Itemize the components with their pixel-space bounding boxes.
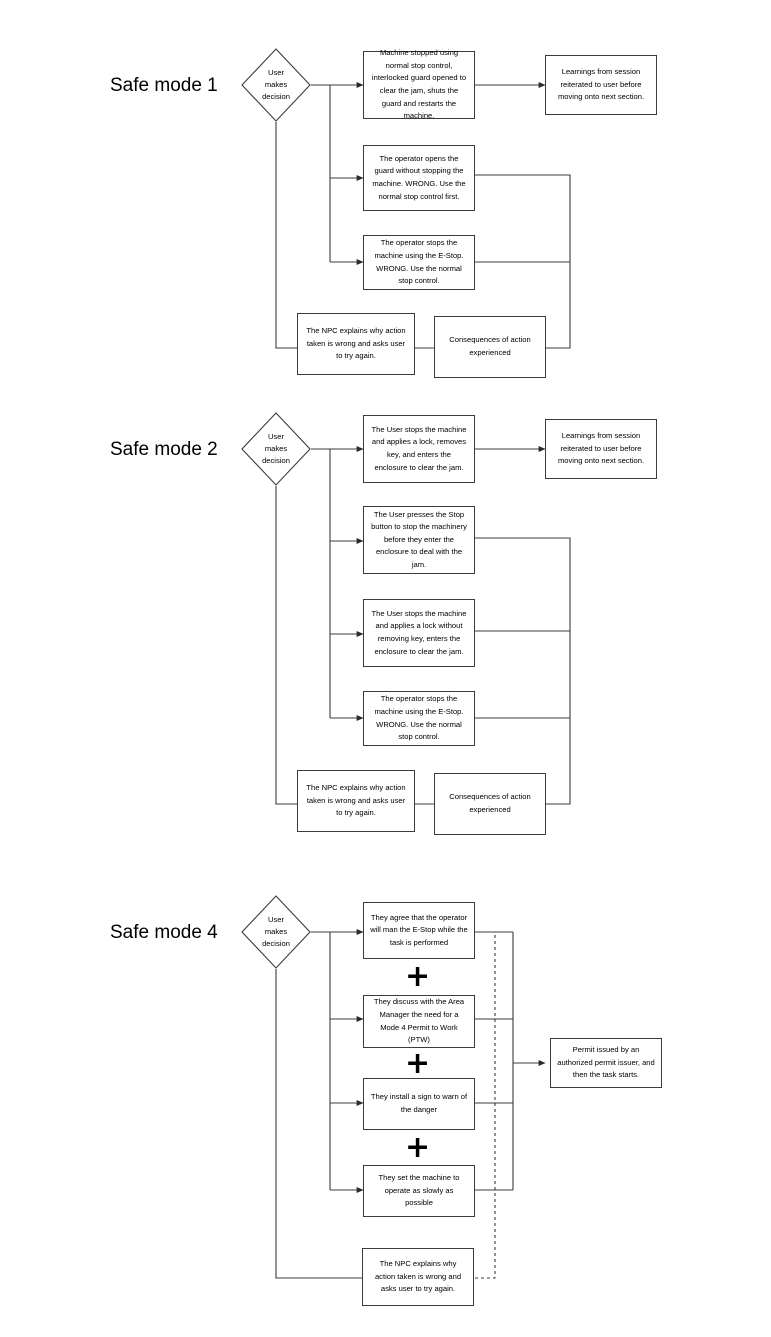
decision-label: User makes decision — [241, 48, 311, 122]
node-sm1-correct: Machine stopped using normal stop contro… — [363, 48, 475, 120]
decision-line-3: decision — [262, 939, 290, 949]
section-label-safe-mode-2: Safe mode 2 — [110, 439, 218, 460]
decision-node-safe-mode-2: User makes decision — [241, 412, 311, 486]
decision-line-2: makes — [264, 443, 288, 453]
section-label-safe-mode-1: Safe mode 1 — [110, 75, 218, 96]
node-sm1-consequences: Consequences of action experienced — [434, 316, 546, 378]
decision-label: User makes decision — [241, 895, 311, 969]
decision-line-1: User — [267, 431, 285, 441]
node-sm4-step-3: They install a sign to warn of the dange… — [363, 1078, 475, 1130]
node-sm2-correct: The User stops the machine and applies a… — [363, 415, 475, 483]
node-sm1-wrong-2: The operator stops the machine using the… — [363, 235, 475, 290]
node-sm1-learnings: Learnings from session reiterated to use… — [545, 55, 657, 115]
node-sm2-wrong-3: The operator stops the machine using the… — [363, 691, 475, 746]
node-sm4-step-1: They agree that the operator will man th… — [363, 902, 475, 959]
node-sm2-wrong-1: The User presses the Stop button to stop… — [363, 506, 475, 574]
node-sm4-step-2: They discuss with the Area Manager the n… — [363, 995, 475, 1048]
decision-line-1: User — [267, 67, 285, 77]
decision-label: User makes decision — [241, 412, 311, 486]
decision-line-2: makes — [264, 926, 288, 936]
diamond-shape-icon — [241, 48, 311, 122]
plus-connector-1: + — [405, 959, 431, 994]
node-sm2-consequences: Consequences of action experienced — [434, 773, 546, 835]
node-sm2-npc: The NPC explains why action taken is wro… — [297, 770, 415, 832]
node-sm4-npc: The NPC explains why action taken is wro… — [362, 1248, 474, 1306]
decision-line-3: decision — [262, 92, 290, 102]
diamond-shape-icon — [241, 412, 311, 486]
decision-node-safe-mode-4: User makes decision — [241, 895, 311, 969]
node-sm1-npc: The NPC explains why action taken is wro… — [297, 313, 415, 375]
decision-node-safe-mode-1: User makes decision — [241, 48, 311, 122]
diamond-shape-icon — [241, 895, 311, 969]
node-sm2-wrong-2: The User stops the machine and applies a… — [363, 599, 475, 667]
node-sm4-permit: Permit issued by an authorized permit is… — [550, 1038, 662, 1088]
decision-line-2: makes — [264, 79, 288, 89]
decision-line-3: decision — [262, 456, 290, 466]
node-sm1-wrong-1: The operator opens the guard without sto… — [363, 145, 475, 211]
decision-line-1: User — [267, 914, 285, 924]
node-sm2-learnings: Learnings from session reiterated to use… — [545, 419, 657, 479]
section-label-safe-mode-4: Safe mode 4 — [110, 922, 218, 943]
node-sm4-step-4: They set the machine to operate as slowl… — [363, 1165, 475, 1217]
plus-connector-2: + — [405, 1046, 431, 1081]
plus-connector-3: + — [405, 1130, 431, 1165]
